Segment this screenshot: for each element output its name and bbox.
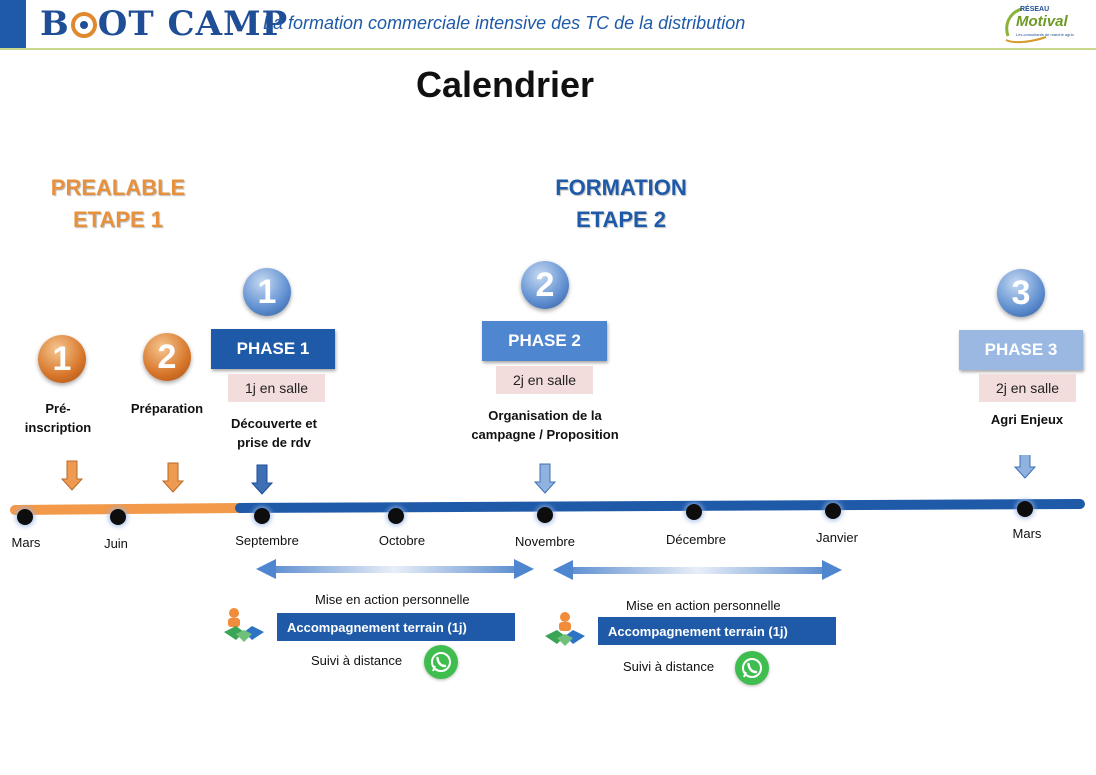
- timeline-blue-segment: [235, 499, 1085, 513]
- phase-1-number-badge: 1: [243, 268, 291, 316]
- arrow-down-icon: [533, 463, 557, 494]
- timeline-dot: [17, 509, 33, 525]
- phase-2-number-badge: 2: [521, 261, 569, 309]
- pre-step-1-badge: 1: [38, 335, 86, 383]
- arrow-down-icon: [1013, 455, 1037, 479]
- stage-formation: FORMATION ETAPE 2: [530, 172, 712, 236]
- followup-2-field-bar: Accompagnement terrain (1j): [598, 617, 836, 645]
- phase-2-label: Organisation de la campagne / Propositio…: [471, 408, 619, 442]
- stage-prealable: PREALABLE ETAPE 1: [38, 172, 198, 236]
- timeline-dot: [1017, 501, 1033, 517]
- arrow-down-icon: [60, 460, 84, 491]
- month-label: Décembre: [666, 532, 726, 547]
- motival-name: Motival: [1016, 13, 1068, 30]
- header-accent: [0, 0, 26, 48]
- double-arrow-icon: [553, 560, 842, 580]
- month-label: Mars: [1012, 526, 1042, 541]
- timeline: [10, 455, 1085, 580]
- phase-2-duration: 2j en salle: [496, 366, 593, 394]
- motival-top-text: RÉSEAU: [1020, 6, 1050, 13]
- logo-text-right: OT CAMP: [97, 4, 289, 44]
- phase-3-duration: 2j en salle: [979, 374, 1076, 402]
- month-label: Septembre: [235, 533, 299, 548]
- pre-step-1-label: Pré- inscription: [24, 401, 92, 435]
- timeline-dot: [537, 507, 553, 523]
- timeline-dot: [686, 504, 702, 520]
- arrow-down-icon: [250, 464, 274, 495]
- phase-3-header: PHASE 3: [959, 330, 1083, 370]
- month-label: Janvier: [816, 530, 858, 545]
- handshake-icon: [543, 610, 587, 652]
- timeline-dot: [825, 503, 841, 519]
- phase-3-label: Agri Enjeux: [990, 412, 1064, 427]
- target-icon: [70, 12, 97, 38]
- stage-formation-line1: FORMATION: [555, 175, 687, 200]
- whatsapp-icon: [424, 645, 458, 679]
- header-bar: [0, 0, 1096, 50]
- phase-1-header: PHASE 1: [211, 329, 335, 369]
- phase-1-duration: 1j en salle: [228, 374, 325, 402]
- phase-3-number-badge: 3: [997, 269, 1045, 317]
- stage-prealable-line2: ETAPE 1: [72, 207, 164, 232]
- motival-logo: RÉSEAU Motival Les consultants de marché…: [1002, 4, 1074, 44]
- month-label: Novembre: [515, 534, 575, 549]
- stage-prealable-line1: PREALABLE: [50, 175, 186, 200]
- whatsapp-icon: [735, 651, 769, 685]
- timeline-dot: [254, 508, 270, 524]
- tagline: La formation commerciale intensive des T…: [263, 13, 746, 33]
- timeline-dot: [388, 508, 404, 524]
- bootcamp-logo: B OT CAMP: [40, 4, 288, 44]
- pre-step-2-label: Préparation: [130, 401, 204, 416]
- page-title: Calendrier: [415, 64, 595, 105]
- logo-text-left: B: [40, 4, 70, 44]
- phase-2-header: PHASE 2: [482, 321, 607, 361]
- month-label: Octobre: [378, 533, 426, 548]
- followup-1-remote: Suivi à distance: [311, 653, 403, 668]
- phase-1-label: Découverte et prise de rdv: [231, 416, 317, 450]
- followup-2-remote: Suivi à distance: [623, 659, 715, 674]
- month-label: Mars: [11, 535, 41, 550]
- motival-sub: Les consultants de marché agricole: [1016, 32, 1074, 37]
- double-arrow-icon: [256, 559, 534, 579]
- timeline-dot: [110, 509, 126, 525]
- followup-2-action: Mise en action personnelle: [626, 598, 781, 613]
- handshake-icon: [222, 606, 266, 648]
- pre-step-2-badge: 2: [143, 333, 191, 381]
- timeline-orange-segment: [10, 503, 245, 515]
- followup-1-action: Mise en action personnelle: [315, 592, 470, 607]
- arrow-down-icon: [161, 462, 185, 493]
- month-label: Juin: [104, 536, 128, 551]
- followup-1-field-bar: Accompagnement terrain (1j): [277, 613, 515, 641]
- stage-formation-line2: ETAPE 2: [575, 207, 667, 232]
